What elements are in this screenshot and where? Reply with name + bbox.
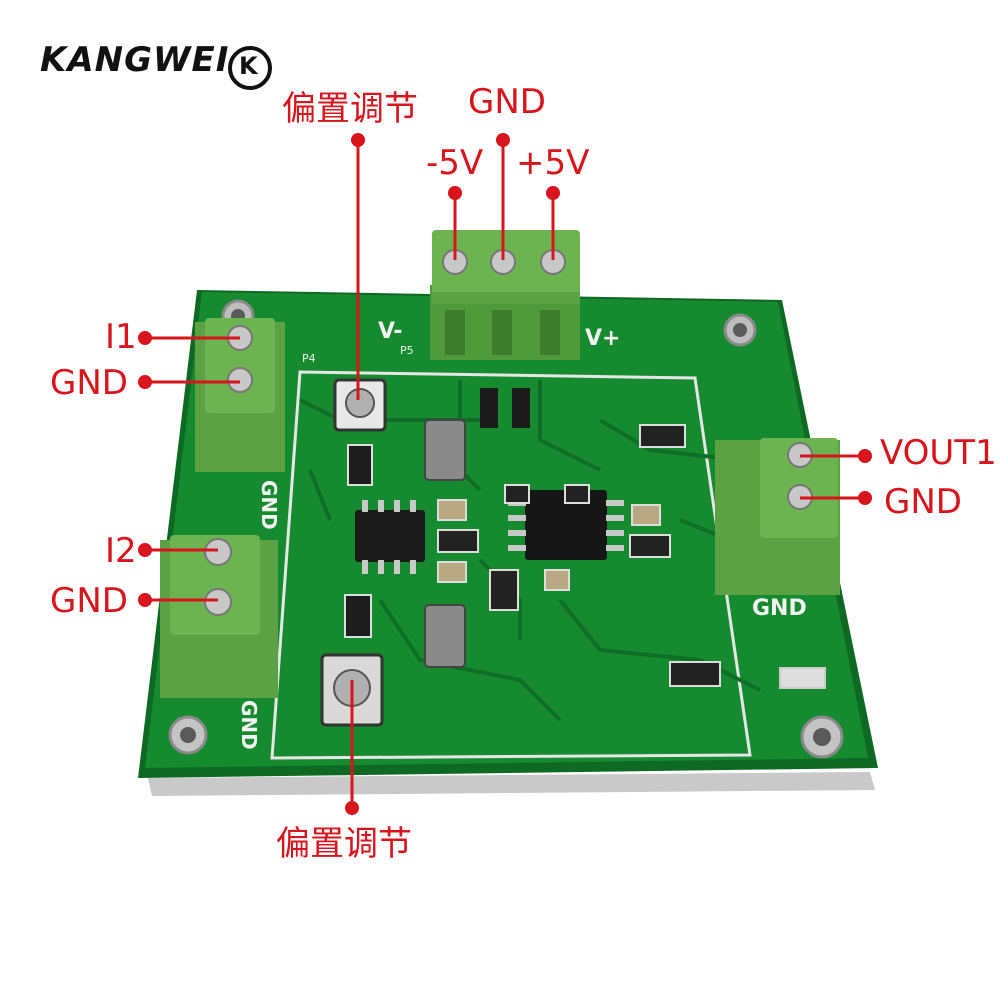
- power-pos5v-label: +5V: [516, 143, 590, 183]
- pcb-outline: [270, 370, 752, 760]
- power-gnd-label: GND: [468, 82, 546, 122]
- input1-gnd-label: GND: [50, 363, 128, 403]
- terminal-screw-i2: [204, 538, 232, 566]
- power-neg5v-label: -5V: [426, 143, 484, 183]
- silk-gnd-left2: GND: [237, 700, 261, 750]
- bias-adjust-label-top: 偏置调节: [282, 89, 418, 129]
- smd-components: [344, 388, 826, 689]
- silk-p5: P5: [400, 344, 414, 357]
- silk-v-minus: V-: [378, 319, 403, 344]
- input2-gnd-label: GND: [50, 581, 128, 621]
- ic-u2: [508, 490, 624, 560]
- vout1-label: VOUT1: [880, 433, 997, 473]
- ic-u1: [355, 500, 425, 574]
- silk-gnd-right: GND: [752, 596, 807, 621]
- bias-adjust-label-bottom: 偏置调节: [276, 824, 412, 864]
- board-shadow: [148, 772, 875, 796]
- capacitor-c5-tantalum: [424, 604, 466, 668]
- input1-terminal-block: [195, 318, 285, 472]
- silk-v-plus: V+: [585, 326, 620, 351]
- capacitor-c3-tantalum: [424, 419, 466, 481]
- input2-terminal-block: [160, 535, 278, 698]
- brand-logo-badge: [228, 46, 272, 90]
- brand-logo-badge-text: K: [239, 52, 258, 80]
- terminal-screw-i1-gnd: [227, 367, 253, 393]
- vout1-gnd-label: GND: [884, 482, 962, 522]
- silk-p4: P4: [302, 352, 316, 365]
- potentiometer-top: [333, 378, 387, 432]
- callout-lines: [138, 133, 872, 815]
- pcb-traces: [299, 380, 761, 722]
- input2-label: I2: [105, 531, 137, 571]
- terminal-screw-i2-gnd: [204, 588, 232, 616]
- input1-label: I1: [105, 317, 137, 357]
- vout-terminal-block: [715, 438, 840, 595]
- silk-gnd-left1: GND: [257, 480, 281, 530]
- brand-logo: KANGWEI: [40, 40, 229, 80]
- power-terminal-block: [430, 230, 580, 360]
- brand-logo-text: KANGWEI: [40, 40, 230, 80]
